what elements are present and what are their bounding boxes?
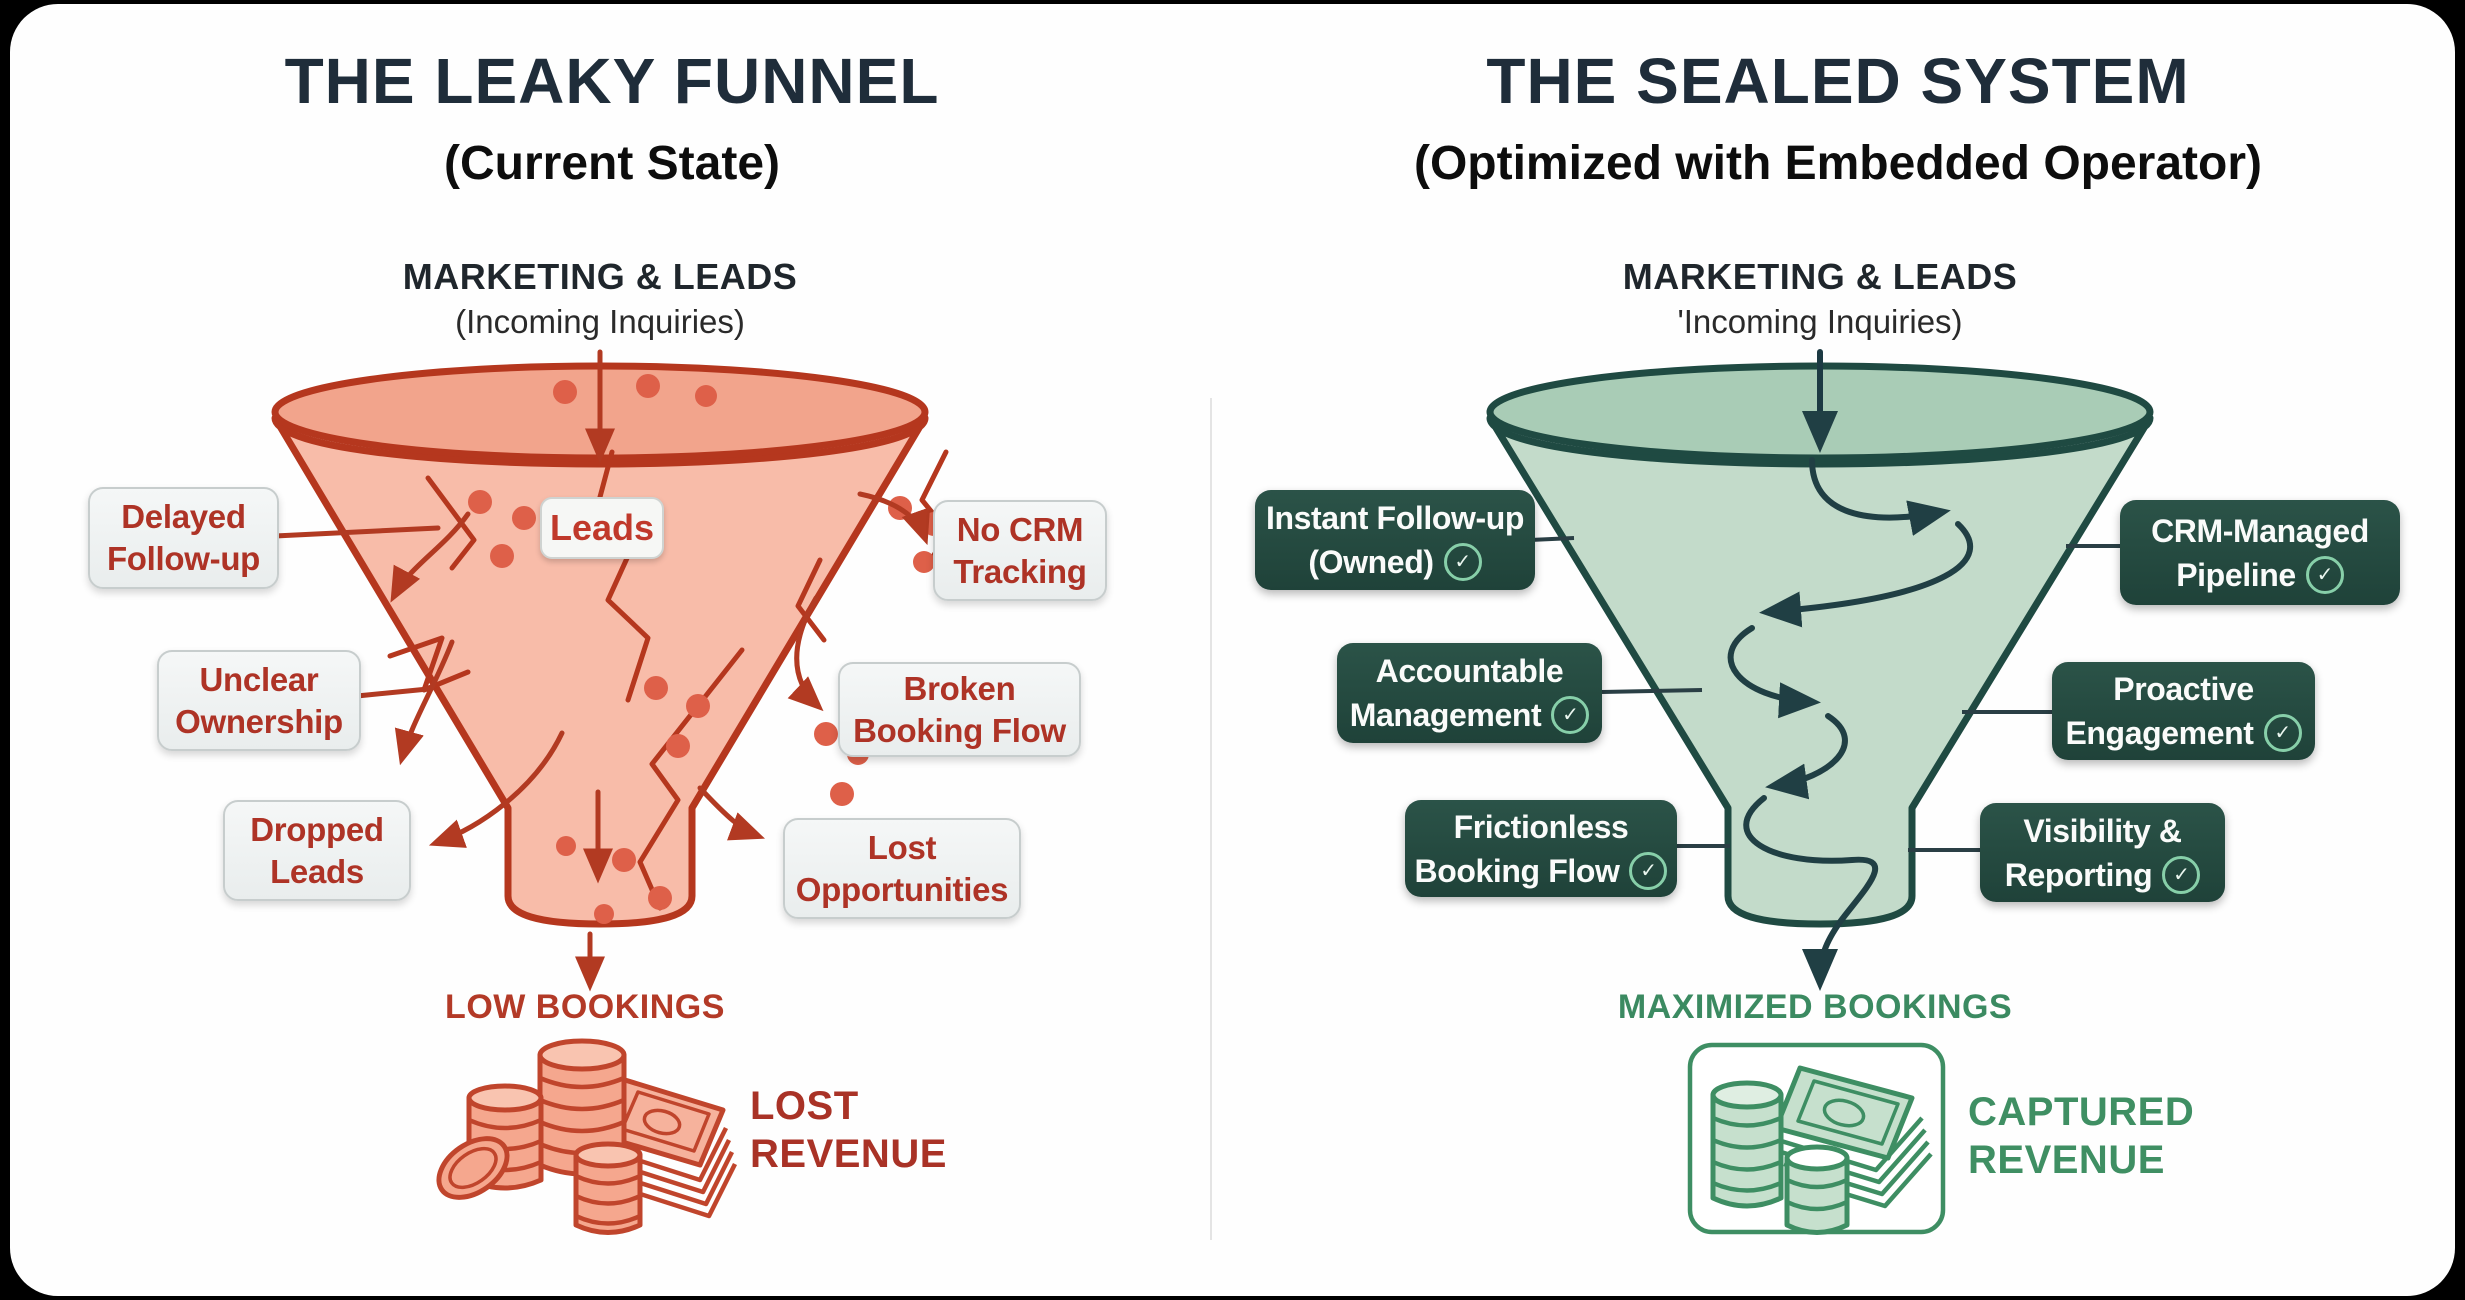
feature-line-text: Management (1349, 697, 1542, 733)
label-line: Tracking (953, 552, 1087, 590)
label-line: Opportunities (795, 870, 1009, 908)
leak-label-unclear-ownership: Unclear Ownership (157, 650, 361, 751)
left-funnel-source-sublabel: (Incoming Inquiries) (455, 303, 745, 340)
feature-box-instant-follow-up: Instant Follow-up (Owned) ✓ (1255, 490, 1535, 590)
label-line: Ownership (175, 702, 343, 740)
panel-divider (1210, 398, 1212, 1240)
revenue-line: REVENUE (750, 1132, 947, 1176)
left-funnel-source-label: MARKETING & LEADS (402, 256, 798, 297)
lead-dots (468, 374, 946, 924)
right-panel-title: THE SEALED SYSTEM (1486, 45, 2190, 117)
feature-line: Management ✓ (1350, 693, 1590, 737)
feature-line: CRM-Managed (2151, 512, 2369, 549)
right-funnel-source-sublabel: 'Incoming Inquiries) (1677, 303, 1963, 340)
feature-line: Instant Follow-up (1265, 500, 1525, 536)
check-icon: ✓ (1551, 696, 1590, 734)
captured-revenue-icon (1687, 1042, 1946, 1235)
feature-line: Engagement ✓ (2065, 711, 2302, 755)
right-panel-subtitle: (Optimized with Embedded Operator) (1413, 137, 2263, 190)
feature-line: Proactive (2113, 671, 2254, 707)
sealed-funnel (1486, 349, 2154, 1235)
feature-line: Pipeline ✓ (2176, 553, 2344, 597)
revenue-line: CAPTURED (1968, 1090, 2195, 1134)
check-icon: ✓ (2162, 855, 2201, 894)
feature-line: Accountable (1375, 653, 1564, 689)
label-line: Leads (270, 852, 364, 890)
feature-connectors (1529, 536, 2120, 852)
leak-label-delayed-follow-up: Delayed Follow-up (88, 487, 279, 589)
leak-label-dropped-leads: Dropped Leads (223, 800, 411, 901)
flow-arrows (1727, 349, 1974, 991)
feature-box-visibility-reporting: Visibility & Reporting ✓ (1980, 803, 2225, 902)
feature-box-proactive-engagement: Proactive Engagement ✓ (2052, 662, 2315, 760)
feature-line: (Owned) ✓ (1308, 540, 1482, 584)
label-line: Unclear (199, 660, 319, 698)
check-icon: ✓ (1443, 543, 1482, 581)
leak-label-lost-opportunities: Lost Opportunities (783, 818, 1021, 919)
right-funnel-source-label: MARKETING & LEADS (1622, 256, 2018, 297)
check-icon: ✓ (2263, 714, 2302, 752)
left-panel-title: THE LEAKY FUNNEL (284, 45, 940, 117)
feature-box-frictionless-booking-flow: Frictionless Booking Flow ✓ (1405, 800, 1677, 897)
revenue-line: LOST (750, 1084, 859, 1128)
leak-arrows (272, 349, 931, 992)
revenue-line: REVENUE (1968, 1138, 2165, 1182)
label-line: Follow-up (106, 540, 261, 577)
leads-tag: Leads (540, 497, 664, 559)
lost-revenue-icon (436, 1038, 738, 1235)
leaky-funnel (271, 349, 951, 1235)
feature-box-accountable-management: Accountable Management ✓ (1337, 643, 1602, 743)
feature-line-text: Pipeline (2176, 556, 2296, 593)
feature-box-crm-managed-pipeline: CRM-Managed Pipeline ✓ (2120, 500, 2400, 605)
label-line: No CRM (956, 510, 1084, 548)
left-outcome-label: LOW BOOKINGS (445, 988, 725, 1026)
label-line: Delayed (121, 498, 246, 535)
lost-revenue-label: LOST REVENUE (750, 1082, 947, 1178)
check-icon: ✓ (1629, 851, 1668, 890)
feature-line-text: Engagement (2065, 715, 2254, 751)
feature-line-text: Reporting (2004, 856, 2153, 893)
feature-line-text: Booking Flow (1414, 852, 1620, 889)
right-outcome-label: MAXIMIZED BOOKINGS (1617, 988, 2013, 1026)
label-line: Lost (867, 828, 937, 866)
feature-line: Frictionless (1453, 808, 1629, 845)
check-icon: ✓ (2305, 555, 2344, 594)
left-panel-subtitle: (Current State) (443, 137, 781, 190)
label-line: Broken (903, 669, 1016, 707)
feature-line-text: (Owned) (1308, 544, 1434, 580)
leads-tag-label: Leads (549, 507, 655, 548)
captured-revenue-label: CAPTURED REVENUE (1968, 1088, 2194, 1184)
label-line: Booking Flow (853, 711, 1066, 749)
funnel-cracks (387, 449, 951, 911)
leak-label-broken-booking-flow: Broken Booking Flow (838, 662, 1081, 757)
outcome-arrow-right (1743, 795, 1879, 991)
feature-line: Visibility & (2023, 812, 2182, 849)
sealed-funnel-body (1486, 414, 2154, 928)
label-line: Dropped (250, 810, 384, 848)
feature-line: Booking Flow ✓ (1415, 849, 1668, 893)
feature-line: Reporting ✓ (2005, 853, 2201, 897)
leak-label-no-crm-tracking: No CRM Tracking (933, 500, 1107, 601)
